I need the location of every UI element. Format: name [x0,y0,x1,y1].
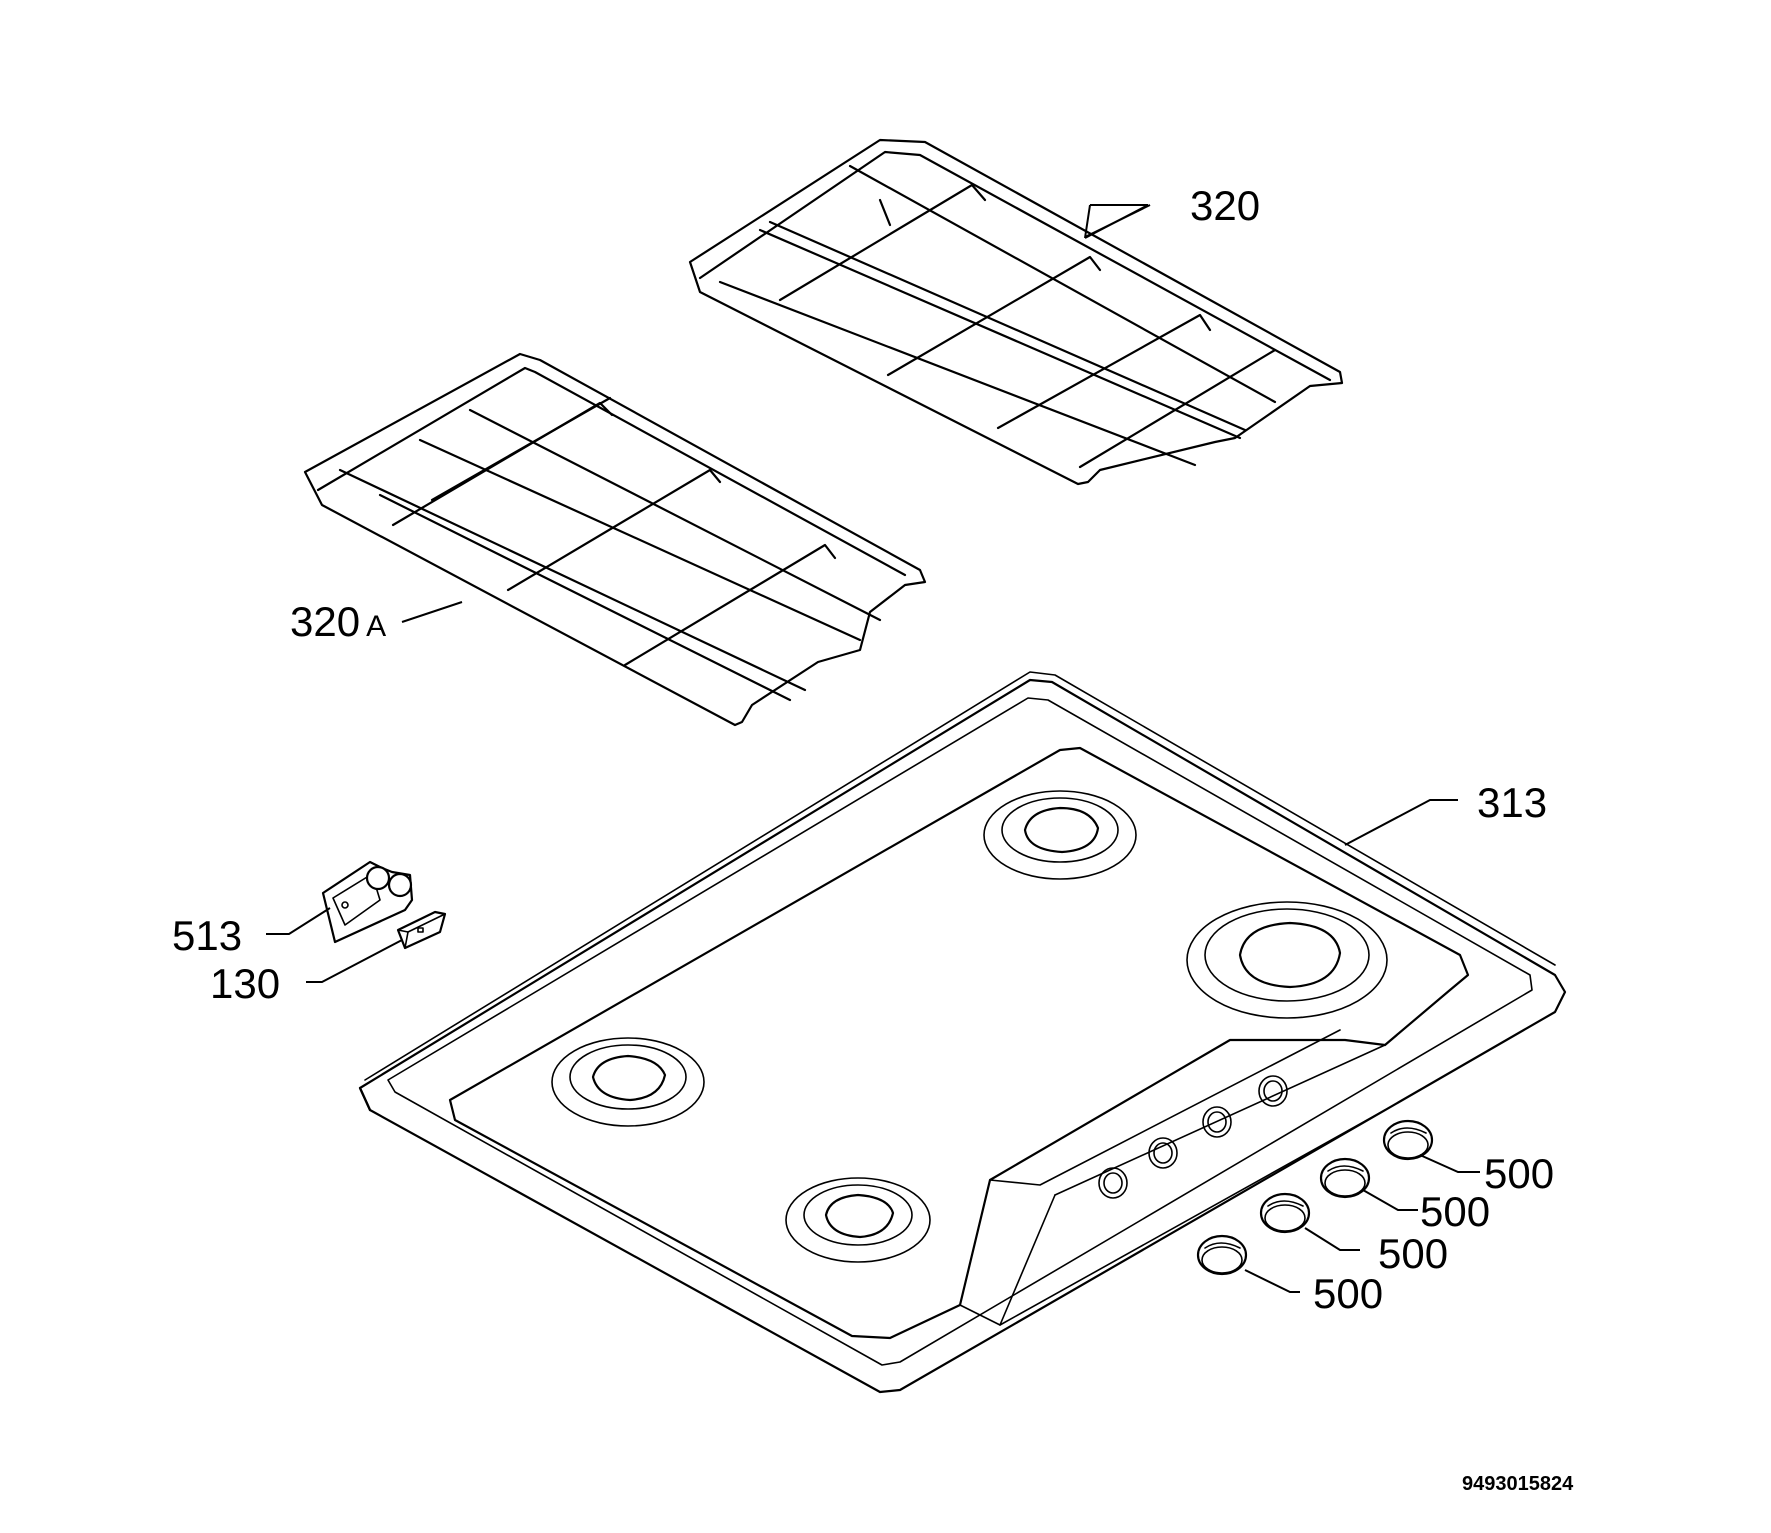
label-320a-suffix: A [366,610,386,643]
label-313: 313 [1477,779,1547,826]
knob-icon [1382,1119,1434,1161]
burner-front [785,1177,931,1263]
burner-left [551,1037,705,1127]
label-500-3: 500 [1378,1230,1448,1277]
label-500-1: 500 [1484,1150,1554,1197]
label-500-2: 500 [1420,1188,1490,1235]
burner-rear [983,790,1137,880]
leader-lines [266,204,1480,1293]
bracket-part-513 [321,860,414,944]
knob-icon [1259,1192,1311,1234]
label-500-4: 500 [1313,1270,1383,1317]
label-513: 513 [172,912,242,959]
knob-icon [1196,1234,1248,1276]
hob-top-313 [358,671,1567,1394]
control-knobs-500 [1196,1119,1434,1276]
label-320a: 320 A [290,598,386,645]
label-320: 320 [1190,182,1260,229]
knob-icon [1319,1157,1371,1199]
knob-holes [1098,1075,1288,1199]
pan-support-grate-320a [303,352,927,727]
burner-right-large [1186,901,1388,1019]
label-320a-number: 320 [290,598,360,645]
document-number: 9493015824 [1462,1473,1574,1495]
label-130: 130 [210,960,280,1007]
small-part-130 [396,910,447,950]
pan-support-grate-320 [688,138,1344,486]
